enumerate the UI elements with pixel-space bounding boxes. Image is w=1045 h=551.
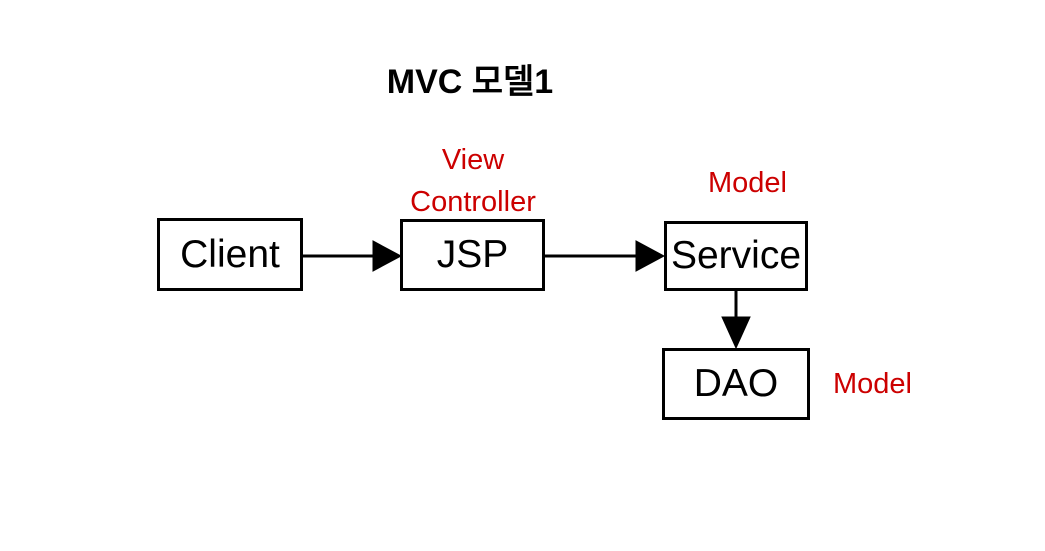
node-client: Client <box>157 218 303 291</box>
arrow-service-to-dao <box>721 291 751 350</box>
annotation-view-controller: View Controller <box>380 139 566 223</box>
arrow-jsp-to-service <box>545 240 666 272</box>
node-dao-label: DAO <box>693 362 779 405</box>
diagram-title: MVC 모델1 <box>386 63 554 101</box>
node-jsp: JSP <box>400 219 545 291</box>
arrow-jsp-to-service-head <box>635 240 666 272</box>
arrow-client-to-jsp-head <box>372 240 403 272</box>
annotation-controller-line: Controller <box>410 186 536 218</box>
node-client-label: Client <box>180 232 280 276</box>
node-service-label: Service <box>670 234 802 277</box>
arrow-service-to-dao-head <box>721 316 751 350</box>
annotation-model-service: Model <box>708 167 787 199</box>
node-jsp-label: JSP <box>436 233 509 276</box>
node-dao: DAO <box>662 348 810 420</box>
arrow-client-to-jsp <box>303 240 403 272</box>
annotation-model-dao: Model <box>833 368 912 400</box>
node-service: Service <box>664 221 808 291</box>
annotation-view-line: View <box>441 144 505 176</box>
